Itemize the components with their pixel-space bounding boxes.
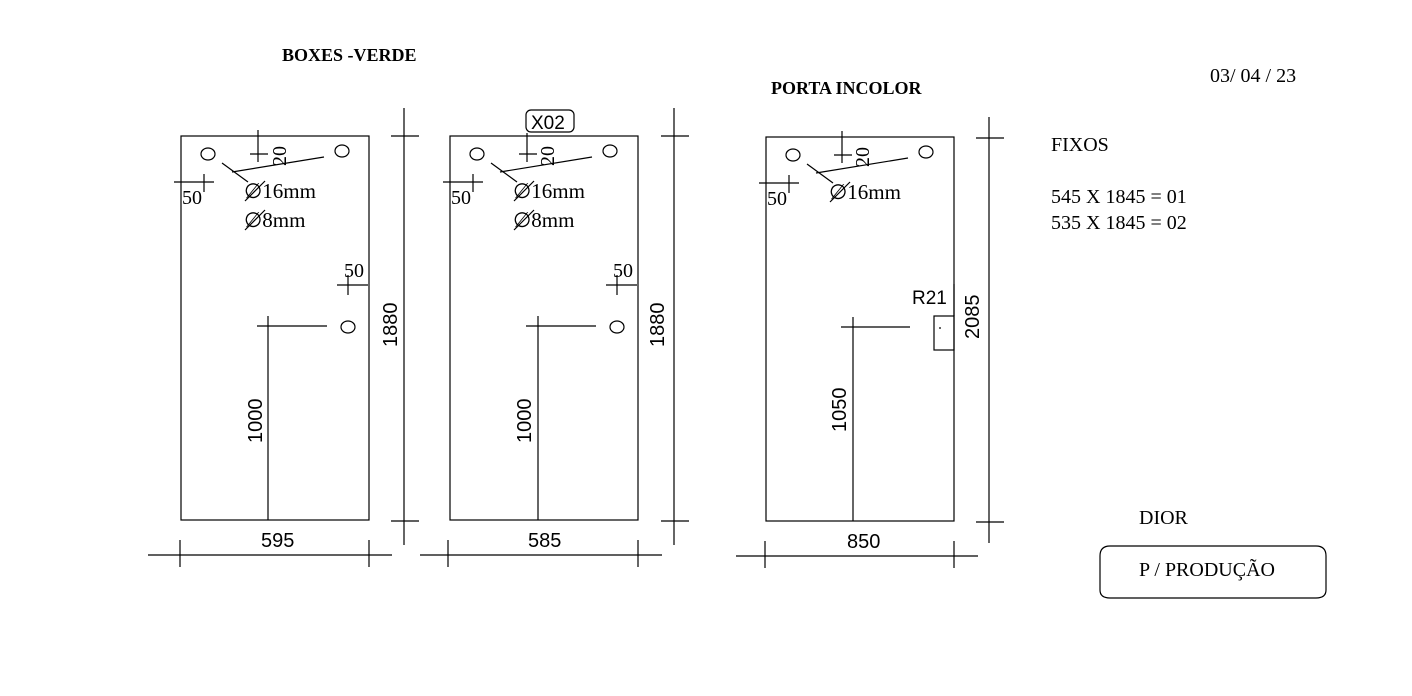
panel-3-hole-large: ∅16mm — [829, 180, 901, 204]
panel-2-hole-line — [499, 156, 593, 173]
panel-2-diam-large-slash — [513, 180, 535, 202]
panel-2-tag: X02 — [531, 113, 565, 134]
panel-2-top-offset: 20 — [537, 146, 559, 166]
stamp-text: P / PRODUÇÃO — [1139, 557, 1275, 581]
panel-1-side-offset: 50 — [182, 187, 202, 209]
fixos-heading: FIXOS — [1051, 134, 1109, 156]
panel-2-height: 1880 — [647, 303, 669, 348]
panel-2-width: 585 — [528, 530, 561, 552]
panel-1-diam-large-slash — [244, 180, 266, 202]
panel-3-width: 850 — [847, 531, 880, 553]
fixos-item-1: 545 X 1845 = 01 — [1051, 186, 1187, 208]
panel-1-handle-offset: 50 — [344, 260, 364, 282]
title-porta: PORTA INCOLOR — [771, 78, 923, 98]
panel-3-lock-cutout — [933, 315, 955, 351]
stamp-box — [1099, 545, 1327, 599]
panel-1-hole-right — [334, 144, 350, 158]
panel-2-hole-left — [469, 147, 485, 161]
panel-1-hole-small: ∅8mm — [244, 208, 305, 232]
panel-3-leader-16 — [806, 163, 834, 184]
panel-1: 20 50 ∅16mm ∅8mm 50 1000 1880 595 — [148, 108, 419, 567]
panel-2-side-offset: 50 — [451, 187, 471, 209]
panel-3-hole-left — [785, 148, 801, 162]
fixos-item-2: 535 X 1845 = 02 — [1051, 212, 1187, 234]
panel-2: X02 20 50 ∅16mm ∅8mm 50 1000 1880 — [420, 108, 689, 567]
panel-2-hole-large: ∅16mm — [513, 179, 585, 203]
panel-2-tag-box — [525, 109, 575, 133]
panel-3-handle-height: 1050 — [829, 388, 851, 433]
panel-2-diam-small-slash — [513, 209, 535, 231]
panel-3-hole-right — [918, 145, 934, 159]
panel-3-height: 2085 — [962, 295, 984, 340]
panel-3: 20 50 ∅16mm R21 1050 2085 850 — [736, 117, 1004, 568]
panel-1-diam-small-slash — [244, 209, 266, 231]
panel-2-hole-right — [602, 144, 618, 158]
panel-3-top-offset: 20 — [852, 147, 874, 167]
panel-1-hole-handle — [340, 320, 356, 334]
panel-1-width: 595 — [261, 530, 294, 552]
panel-1-hole-line — [231, 156, 325, 173]
panel-3-diam-large-slash — [829, 181, 851, 203]
title-boxes: BOXES -VERDE — [282, 45, 417, 65]
panel-3-hole-line — [815, 157, 909, 174]
panel-2-outline — [449, 135, 639, 521]
panel-1-hole-large: ∅16mm — [244, 179, 316, 203]
panel-1-height: 1880 — [380, 303, 402, 348]
panel-1-leader-16 — [221, 162, 249, 183]
panel-1-top-offset: 20 — [269, 146, 291, 166]
date-label: 03/ 04 / 23 — [1210, 65, 1296, 87]
panel-1-handle-height: 1000 — [245, 399, 267, 444]
panel-1-outline — [180, 135, 370, 521]
panel-3-side-offset: 50 — [767, 188, 787, 210]
client-name: DIOR — [1139, 507, 1189, 529]
panel-2-handle-offset: 50 — [613, 260, 633, 282]
panel-3-radius: R21 — [912, 288, 947, 309]
panel-2-leader-16 — [490, 162, 518, 183]
panel-1-hole-left — [200, 147, 216, 161]
panel-2-handle-height: 1000 — [514, 399, 536, 444]
panel-2-hole-handle — [609, 320, 625, 334]
panel-2-hole-small: ∅8mm — [513, 208, 574, 232]
